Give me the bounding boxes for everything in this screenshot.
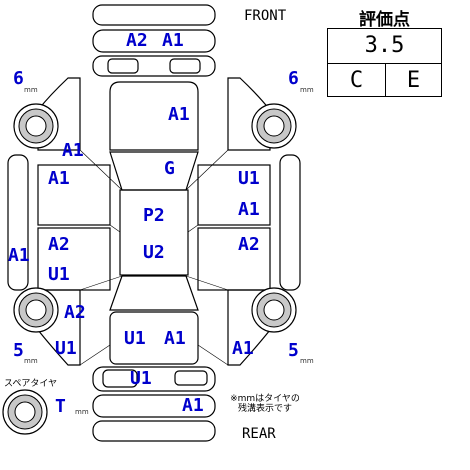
damage-rear-panel: U1 bbox=[130, 368, 152, 389]
tire-spare bbox=[2, 389, 48, 435]
interior-grade: C bbox=[328, 64, 386, 97]
front-bumper-top bbox=[92, 4, 216, 26]
damage-right-front-door-lower: A1 bbox=[238, 199, 260, 220]
damage-right-rear-fender: A1 bbox=[232, 338, 254, 359]
damage-left-rear-quarter: A2 bbox=[64, 302, 86, 323]
hood bbox=[109, 81, 199, 151]
tire-rear-left bbox=[13, 287, 59, 333]
mm-front-left: mm bbox=[24, 86, 38, 94]
mm-front-right: mm bbox=[300, 86, 314, 94]
tire-front-right bbox=[251, 103, 297, 149]
damage-front-bumper-left: A2 bbox=[126, 30, 148, 51]
damage-left-rear-door-a: A2 bbox=[48, 234, 70, 255]
roof bbox=[119, 189, 189, 276]
damage-roof-b: U2 bbox=[143, 242, 165, 263]
left-front-fender bbox=[37, 77, 81, 151]
score-title: 評価点 bbox=[359, 10, 410, 30]
trunk bbox=[109, 311, 199, 365]
tread-note-line1: ※mmはタイヤの bbox=[230, 394, 300, 404]
windshield bbox=[109, 151, 199, 191]
damage-trunk-right: A1 bbox=[164, 328, 186, 349]
left-front-door bbox=[37, 164, 111, 226]
damage-right-front-door: U1 bbox=[238, 168, 260, 189]
tread-spare: T bbox=[55, 396, 66, 417]
mm-rear-right: mm bbox=[300, 357, 314, 365]
damage-hood: A1 bbox=[168, 104, 190, 125]
damage-left-rocker: A1 bbox=[8, 245, 30, 266]
tread-note-line2: 残溝表示です bbox=[237, 404, 292, 414]
damage-rear-bumper: A1 bbox=[182, 395, 204, 416]
mm-rear-left: mm bbox=[24, 357, 38, 365]
rear-bumper-bottom bbox=[92, 420, 216, 442]
tread-rear-right: 5 bbox=[288, 340, 299, 361]
front-grille bbox=[92, 55, 216, 77]
rear-panel bbox=[92, 366, 216, 392]
overall-score: 3.5 bbox=[328, 29, 441, 64]
front-label: FRONT bbox=[244, 8, 287, 24]
damage-trunk-left: U1 bbox=[124, 328, 146, 349]
right-front-fender bbox=[227, 77, 271, 151]
right-front-door bbox=[197, 164, 271, 226]
damage-left-front-fender-top: A1 bbox=[62, 140, 84, 161]
tread-rear-left: 5 bbox=[13, 340, 24, 361]
damage-roof-a: P2 bbox=[143, 205, 165, 226]
front-bumper bbox=[92, 29, 216, 53]
damage-right-rear-door: A2 bbox=[238, 234, 260, 255]
tread-front-left: 6 bbox=[13, 68, 24, 89]
tread-note: ※mmはタイヤの 残溝表示です bbox=[220, 394, 310, 414]
damage-left-rear-door-b: U1 bbox=[48, 264, 70, 285]
damage-left-rear-fender: U1 bbox=[55, 338, 77, 359]
tread-front-right: 6 bbox=[288, 68, 299, 89]
tire-rear-right bbox=[251, 287, 297, 333]
score-box: 3.5 C E bbox=[327, 28, 442, 97]
damage-left-front-fender: A1 bbox=[48, 168, 70, 189]
rear-bumper bbox=[92, 394, 216, 418]
damage-front-bumper-right: A1 bbox=[162, 30, 184, 51]
damage-roof-front: G bbox=[164, 158, 175, 179]
exterior-grade: E bbox=[406, 68, 421, 93]
mm-spare: mm bbox=[75, 408, 89, 416]
right-rocker bbox=[279, 154, 301, 291]
tire-front-left bbox=[13, 103, 59, 149]
rear-window bbox=[109, 275, 199, 311]
left-rocker bbox=[7, 154, 29, 291]
spare-tire-label: スペアタイヤ bbox=[4, 379, 58, 389]
rear-label: REAR bbox=[242, 426, 276, 442]
